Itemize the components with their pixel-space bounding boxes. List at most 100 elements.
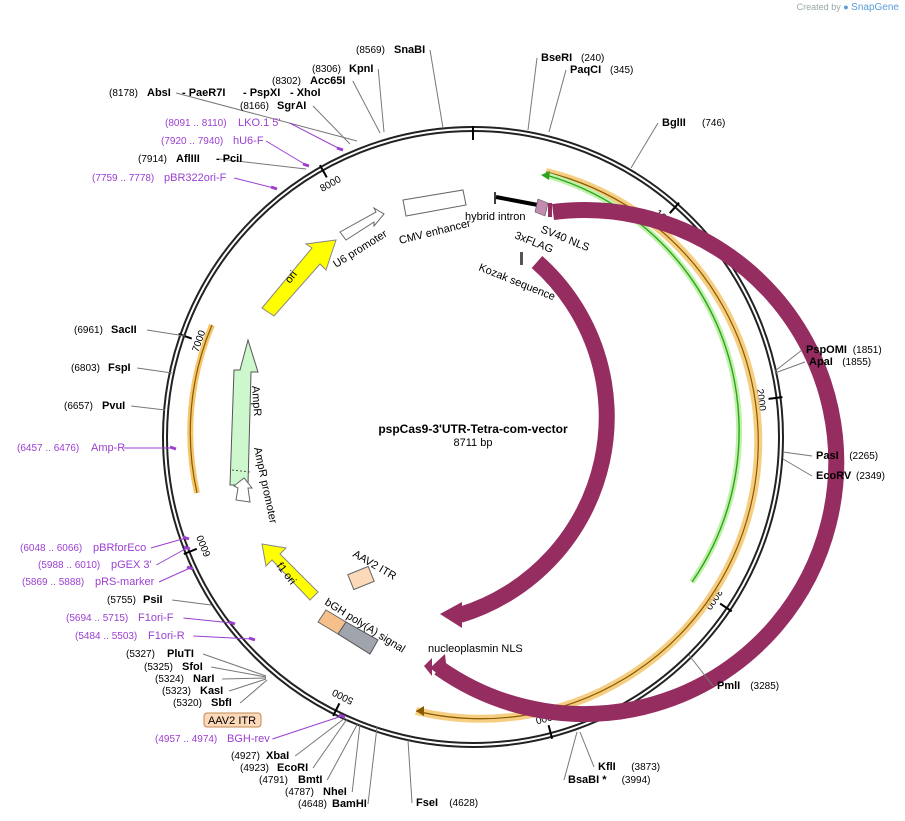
primer-range: (5988 .. 6010) <box>38 560 100 571</box>
site-leader-line <box>326 722 359 781</box>
site-name: BmtI <box>298 774 322 786</box>
ori-arrow-icon <box>261 239 337 317</box>
primer-range: (5484 .. 5503) <box>75 631 137 642</box>
primer-range: (7759 .. 7778) <box>92 173 154 184</box>
credit: Created by ● SnapGene <box>797 2 899 13</box>
site-pos: (8569) <box>356 45 385 56</box>
site-name: EcoRI <box>277 762 308 774</box>
primer-name: F1ori-F <box>138 612 174 624</box>
site-leader-line <box>222 677 267 680</box>
site-pos: (8166) <box>240 101 269 112</box>
ampr-promoter-label: AmpR promoter <box>251 446 279 525</box>
tick-label: 5000 <box>330 686 355 706</box>
site-pos: (1855) <box>842 357 871 368</box>
tick-label: 8000 <box>318 174 343 195</box>
site-name: - XhoI <box>290 87 321 99</box>
primer-name: LKO.1 5' <box>238 117 280 129</box>
site-name: FseI <box>416 797 438 809</box>
primer-range: (8091 .. 8110) <box>165 118 227 129</box>
site-leaders <box>124 49 813 805</box>
primer-range: (6048 .. 6066) <box>20 543 82 554</box>
sv40-nls-block <box>534 198 549 217</box>
primer-leader-line <box>193 635 253 640</box>
ruler-tick <box>183 547 198 555</box>
site-pos: (4628) <box>449 798 478 809</box>
aav2-itr-box-label: AAV2 ITR <box>208 715 256 727</box>
orange-arrow-icon <box>416 706 424 716</box>
site-name: NheI <box>323 786 347 798</box>
kozak-block <box>520 252 523 265</box>
site-pos: (8178) <box>109 88 138 99</box>
site-name: BglII <box>662 117 686 129</box>
primer-mark <box>228 620 236 626</box>
u6-label: U6 promoter <box>331 228 389 271</box>
ampr-label: AmpR <box>249 385 263 416</box>
f1-ori-arrow-icon <box>261 543 319 601</box>
site-name: PluTI <box>167 648 194 660</box>
site-name: PaqCI <box>570 64 601 76</box>
site-pos: (746) <box>702 118 725 129</box>
site-pos: (5755) <box>107 595 136 606</box>
bgh-grey-block <box>337 621 379 655</box>
site-leader-line <box>131 405 166 411</box>
primer-name: pGEX 3' <box>111 559 152 571</box>
primer-mark <box>336 146 344 152</box>
site-pos: (3285) <box>750 681 779 692</box>
site-leader-line <box>351 723 361 793</box>
tick-label: 6000 <box>195 533 214 558</box>
plasmid-length: 8711 bp <box>454 437 493 449</box>
site-leader-line <box>211 666 267 678</box>
green-arrow-icon <box>541 171 550 180</box>
cmv-enhancer-block <box>402 189 467 217</box>
site-name: PspOMI <box>806 344 847 356</box>
site-pos: (4787) <box>285 787 314 798</box>
flag-block <box>548 203 552 217</box>
site-pos: (8306) <box>312 64 341 75</box>
primer-name: pRS-marker <box>95 576 155 588</box>
site-name: - PaeR7I <box>182 87 225 99</box>
site-pos: (6961) <box>74 325 103 336</box>
credit-brand: SnapGene <box>851 2 899 13</box>
site-pos: (240) <box>581 53 604 64</box>
primer-leader-line <box>156 547 188 566</box>
site-name: KflI <box>598 761 616 773</box>
site-leader-line <box>312 105 351 145</box>
site-leader-line <box>367 726 378 805</box>
site-leader-line <box>688 654 714 687</box>
site-name: PasI <box>816 450 839 462</box>
ampr-promoter-arrow-icon <box>233 477 254 503</box>
nucleoplasmin-label: nucleoplasmin NLS <box>428 643 523 655</box>
ampr-arrow-icon <box>229 338 259 486</box>
site-leader-line <box>429 49 444 129</box>
site-leader-line <box>294 717 346 757</box>
primer-range: (6457 .. 6476) <box>17 443 79 454</box>
primer-leader-line <box>150 537 187 549</box>
ampr-dash <box>231 469 251 473</box>
primer-mark <box>183 545 191 551</box>
site-pos: (6803) <box>71 363 100 374</box>
site-name: PsiI <box>143 594 163 606</box>
site-pos: (345) <box>610 65 633 76</box>
primer-mark <box>182 535 190 541</box>
primer-leader-line <box>234 177 275 189</box>
credit-prefix: Created by <box>796 2 841 12</box>
site-pos: (5327) <box>126 649 155 660</box>
site-leader-line <box>782 458 813 477</box>
site-pos: (4791) <box>259 775 288 786</box>
primer-name: F1ori-R <box>148 630 185 642</box>
primer-mark <box>338 713 346 719</box>
primer-range: (7920 .. 7940) <box>161 136 223 147</box>
ruler-tick <box>178 332 193 340</box>
primer-name: hU6-F <box>233 135 264 147</box>
site-pos: (7914) <box>138 154 167 165</box>
ori-label: ori <box>283 269 300 286</box>
site-name: ApaI <box>809 356 833 368</box>
primer-leader-line <box>158 567 191 583</box>
cas9-inner-label: Cas9 <box>646 459 663 487</box>
ruler-tick <box>768 396 783 400</box>
cas9-outer-arc <box>434 202 845 723</box>
primer-mark <box>302 162 310 168</box>
site-labels: BseRI(240)PaqCI(345)BglII(746)PspOMI(185… <box>17 44 885 810</box>
site-leader-line <box>312 718 348 769</box>
